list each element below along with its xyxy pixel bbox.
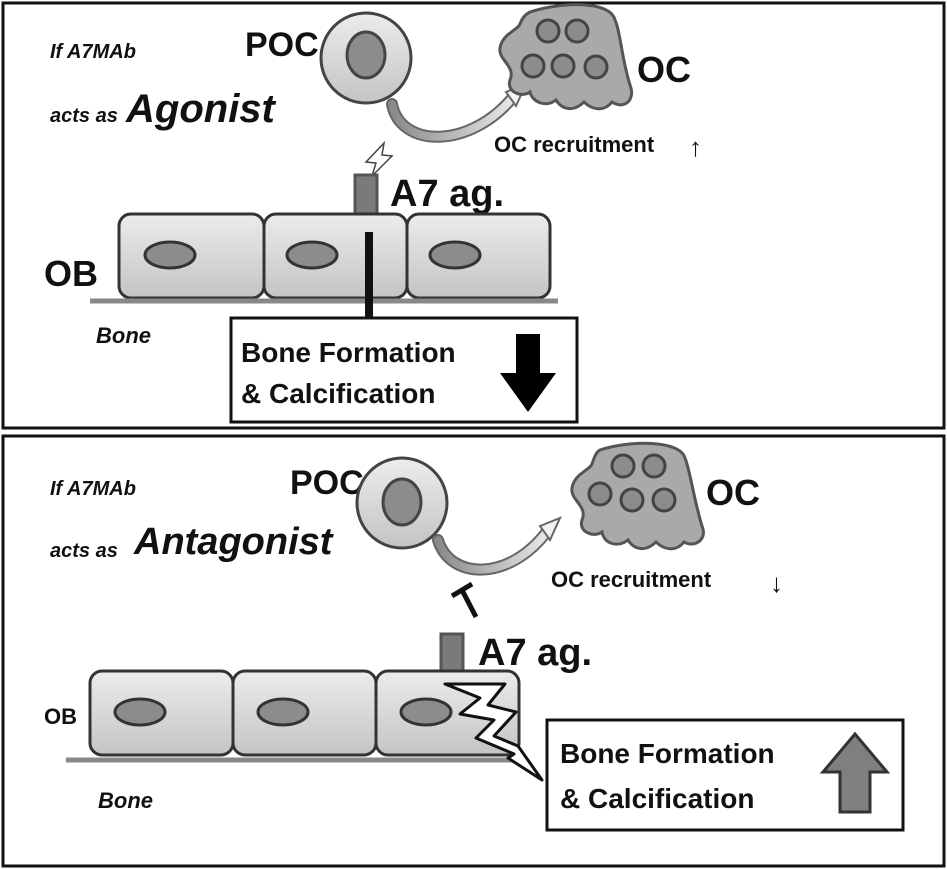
outcome-line2: & Calcification — [560, 783, 754, 814]
inhibition-bar — [450, 581, 474, 599]
osteoclast — [570, 441, 705, 551]
mode-label: Agonist — [125, 87, 277, 131]
agonist-panel: If A7MAb acts as Agonist POC OC OC recru… — [1, 1, 946, 430]
osteoblast-layer — [117, 212, 552, 300]
condition-line1: If A7MAb — [50, 41, 136, 63]
recruitment-label: OC recruitment — [494, 132, 655, 157]
ob-label: OB — [44, 253, 98, 294]
outcome-line1: Bone Formation — [241, 337, 456, 368]
bone-label: Bone — [96, 323, 151, 348]
receptor-label: A7 ag. — [390, 173, 504, 215]
outcome-line1: Bone Formation — [560, 738, 775, 769]
bone-label: Bone — [98, 788, 153, 813]
preosteoclast-cell — [355, 456, 449, 550]
oc-label: OC — [637, 49, 691, 90]
recruitment-down-arrow: ↓ — [770, 568, 783, 598]
antagonist-panel: If A7MAb acts as Antagonist POC OC OC re… — [1, 434, 946, 868]
preosteoclast-cell — [319, 11, 413, 105]
nucleus — [345, 30, 387, 80]
condition-line2: acts as — [50, 105, 118, 127]
outcome-line2: & Calcification — [241, 378, 435, 409]
increase-arrow-icon — [819, 731, 891, 814]
recruitment-label: OC recruitment — [551, 567, 712, 592]
a7-receptor — [353, 173, 379, 221]
condition-line1: If A7MAb — [50, 478, 136, 500]
activation-bolt-icon — [443, 682, 544, 782]
inhibition-line — [459, 588, 479, 619]
ob-label: OB — [44, 704, 77, 729]
oc-label: OC — [706, 472, 760, 513]
recruitment-up-arrow: ↑ — [689, 132, 702, 162]
condition-line2: acts as — [50, 540, 118, 562]
receptor-label: A7 ag. — [478, 632, 592, 674]
poc-label: POC — [290, 464, 364, 502]
nucleus — [381, 477, 423, 527]
poc-label: POC — [245, 26, 319, 64]
decrease-arrow-icon — [500, 334, 556, 412]
mode-label: Antagonist — [133, 521, 334, 563]
osteoclast — [498, 3, 633, 111]
recruitment-curve-arrow — [432, 516, 562, 576]
